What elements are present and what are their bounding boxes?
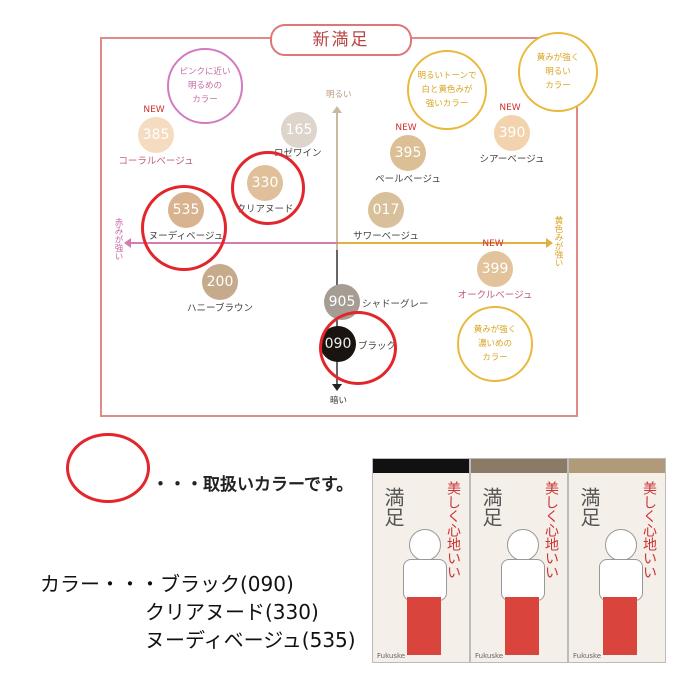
axis-label-bottom: 暗い [330,396,348,406]
package-brand: 満足 [479,487,503,527]
package-tagline: 美しく心地いい [641,481,657,579]
package-color-strip [471,459,567,473]
handled-ring [319,311,397,385]
package-tagline: 美しく心地いい [543,481,559,579]
illustration-pants [407,597,441,655]
product-package: 満足 美しく心地いい Fukuske [568,458,666,663]
new-badge: NEW [143,105,165,115]
package-maker: Fukuske [377,652,406,660]
color-name: シャドーグレー [362,299,429,310]
axis-label-top: 明るい [326,90,352,100]
new-badge: NEW [499,103,521,113]
color-swatch-385: 385 [138,117,174,153]
package-maker: Fukuske [573,652,602,660]
axis-label-left: 赤みが強い [113,218,123,261]
color-name: オークルベージュ [457,290,533,301]
chart-title: 新満足 [270,24,412,56]
package-tagline: 美しく心地いい [445,481,461,579]
illustration-body [599,559,643,601]
vertical-axis [336,112,338,384]
illustration-pants [505,597,539,655]
legend-ring-icon [66,433,150,503]
color-name: シアーベージュ [479,154,545,165]
axis-arrow-up-icon [332,106,342,113]
axis-arrow-right-icon [546,238,553,248]
available-prefix: カラー・・・ [40,572,160,596]
illustration-body [403,559,447,601]
axis-arrow-down-icon [332,384,342,391]
available-color: クリアヌード(330) [145,600,319,624]
illustration-head [409,529,441,561]
color-swatch-165: 165 [281,112,317,148]
available-color: ブラック(090) [160,572,294,596]
illustration-head [507,529,539,561]
comment-bubble: 黄みが強く 濃いめの カラー [457,306,533,382]
color-swatch-200: 200 [202,264,238,300]
available-color: ヌーディベージュ(535) [145,628,356,652]
legend-text: ・・・取扱いカラーです。 [152,475,354,495]
comment-bubble: 明るいトーンで 白と黄色みが 強いカラー [407,50,487,130]
color-swatch-399: 399 [477,251,513,287]
horizontal-axis-right [338,242,546,244]
available-colors-line: カラー・・・ブラック(090) [40,568,294,597]
color-name: ペールベージュ [375,174,441,185]
horizontal-axis-left [130,242,338,244]
package-brand: 満足 [577,487,601,527]
illustration-pants [603,597,637,655]
axis-arrow-left-icon [124,238,131,248]
comment-bubble: 黄みが強く 明るい カラー [518,32,598,112]
product-package: 満足 美しく心地いい Fukuske [372,458,470,663]
product-package: 満足 美しく心地いい Fukuske [470,458,568,663]
axis-label-right: 黄色みが強い [553,216,563,267]
color-swatch-017: 017 [368,192,404,228]
new-badge: NEW [395,123,417,133]
color-swatch-395: 395 [390,135,426,171]
illustration-body [501,559,545,601]
handled-ring [231,151,305,225]
handled-ring [141,185,227,271]
package-color-strip [569,459,665,473]
color-name: サワーベージュ [353,231,419,242]
package-brand: 満足 [381,487,405,527]
new-badge: NEW [482,239,504,249]
color-swatch-390: 390 [494,115,530,151]
package-color-strip [373,459,469,473]
color-name: ロゼワイン [274,148,322,159]
illustration-head [605,529,637,561]
color-name: コーラルベージュ [118,156,194,167]
comment-bubble-pink: ピンクに近い 明るめの カラー [167,48,243,124]
color-name: ハニーブラウン [187,303,253,314]
package-maker: Fukuske [475,652,504,660]
